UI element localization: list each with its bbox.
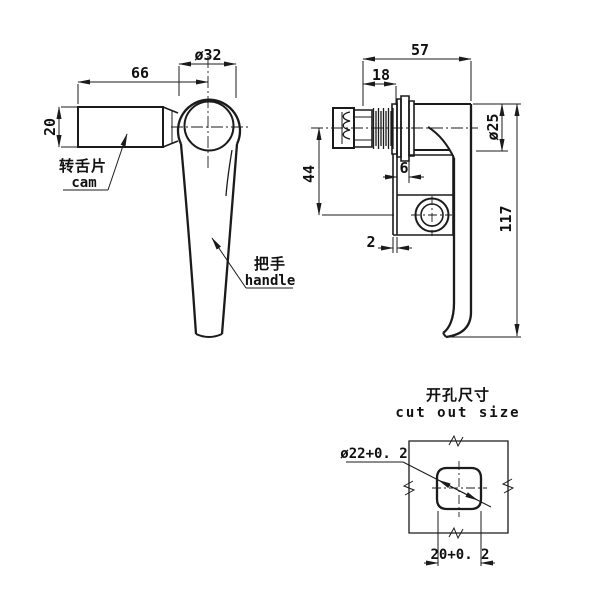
dim-overall-height: 117 bbox=[448, 103, 521, 337]
hub-outer-arc bbox=[178, 100, 240, 144]
cam-top-slope bbox=[163, 107, 178, 113]
dim-cam-height-text: 20 bbox=[41, 118, 59, 136]
dim-across-flats: 20+0. 2 bbox=[424, 511, 495, 566]
dim-thread-length: 18 bbox=[362, 66, 397, 105]
front-view: ø32 66 20 转舌片 cam 把手 handle bbox=[41, 46, 295, 337]
dim-hub-diameter: ø32 bbox=[178, 46, 237, 98]
cam-rect bbox=[78, 107, 163, 147]
dim-hole-diameter: ø22+0. 2 bbox=[340, 446, 491, 507]
grip-outer-edge bbox=[446, 104, 471, 337]
grip-bottom-edge bbox=[196, 334, 222, 337]
leader-line bbox=[211, 237, 246, 288]
cam-plate-scallop bbox=[343, 112, 350, 139]
dim-overall-height-text: 117 bbox=[497, 205, 515, 232]
cam-label-cn: 转舌片 bbox=[59, 157, 107, 175]
panel-outline bbox=[404, 436, 513, 538]
bezel-main-rect bbox=[401, 96, 409, 161]
dim-stem-diameter-text: ø25 bbox=[484, 113, 502, 140]
cutout-hole bbox=[432, 461, 487, 517]
cam-label: 转舌片 cam bbox=[59, 133, 127, 191]
dim-cam-center-offset-text: 44 bbox=[300, 165, 318, 183]
hole-outline bbox=[437, 468, 481, 509]
grip-right-inner-edge bbox=[226, 150, 232, 196]
diameter-arrows bbox=[437, 480, 479, 500]
cam-bottom-slope bbox=[163, 141, 178, 147]
side-view: 57 18 ø25 44 6 bbox=[300, 41, 521, 337]
dim-cam-center-offset: 44 bbox=[300, 127, 394, 216]
dim-hub-diameter-text: ø32 bbox=[194, 46, 221, 64]
grip-neck-curve bbox=[428, 127, 454, 158]
panel-rect bbox=[409, 441, 508, 533]
dim-cam-length-text: 66 bbox=[131, 64, 149, 82]
dim-depth-text: 57 bbox=[411, 41, 429, 59]
dim-thread-length-text: 18 bbox=[372, 66, 390, 84]
stem-shoulder-rect bbox=[409, 101, 414, 156]
side-grip bbox=[428, 104, 471, 337]
dim-clamp-range: 6 bbox=[383, 159, 424, 183]
dim-cam-height: 20 bbox=[41, 106, 77, 148]
handle-label-cn: 把手 bbox=[254, 255, 286, 273]
handle-label: 把手 handle bbox=[211, 237, 296, 289]
dim-hole-diameter-text: ø22+0. 2 bbox=[340, 446, 407, 462]
break-mark-bottom bbox=[449, 528, 463, 538]
stem-assembly bbox=[354, 96, 471, 161]
cam-label-en: cam bbox=[71, 175, 96, 191]
dim-plate-thickness: 2 bbox=[366, 233, 412, 253]
dim-plate-thickness-text: 2 bbox=[366, 233, 375, 251]
cutout-title-en: cut out size bbox=[395, 405, 520, 421]
dim-stem-diameter: ø25 bbox=[473, 103, 521, 152]
cam-outline bbox=[78, 107, 178, 147]
handle-label-en: handle bbox=[245, 273, 296, 289]
bracket bbox=[393, 150, 453, 236]
dim-clamp-range-text: 6 bbox=[399, 159, 408, 177]
grip-left-edge bbox=[181, 144, 196, 334]
break-mark-right bbox=[503, 479, 513, 493]
cutout-view: 开孔尺寸 cut out size ø22+0. 2 20+ bbox=[340, 386, 520, 566]
cam-plate-rect bbox=[333, 108, 354, 148]
grip-right-edge bbox=[222, 144, 237, 334]
grip-inner-edge bbox=[443, 158, 454, 333]
dim-across-flats-text: 20+0. 2 bbox=[430, 547, 489, 563]
grip-tip bbox=[443, 333, 446, 337]
thread-ridges bbox=[374, 108, 394, 149]
dim-cam-length: 66 bbox=[77, 64, 209, 104]
side-cam-plate bbox=[333, 108, 354, 148]
nut-chamfer-lines bbox=[354, 117, 372, 140]
hub-inner-circle bbox=[185, 102, 234, 151]
break-mark-left bbox=[404, 481, 414, 495]
break-mark-top bbox=[449, 436, 463, 446]
nut-rect bbox=[354, 110, 372, 147]
handle-outline bbox=[178, 100, 240, 337]
dim-depth: 57 bbox=[362, 41, 472, 106]
leader-line bbox=[108, 133, 127, 190]
cutout-title-cn: 开孔尺寸 bbox=[426, 386, 490, 404]
